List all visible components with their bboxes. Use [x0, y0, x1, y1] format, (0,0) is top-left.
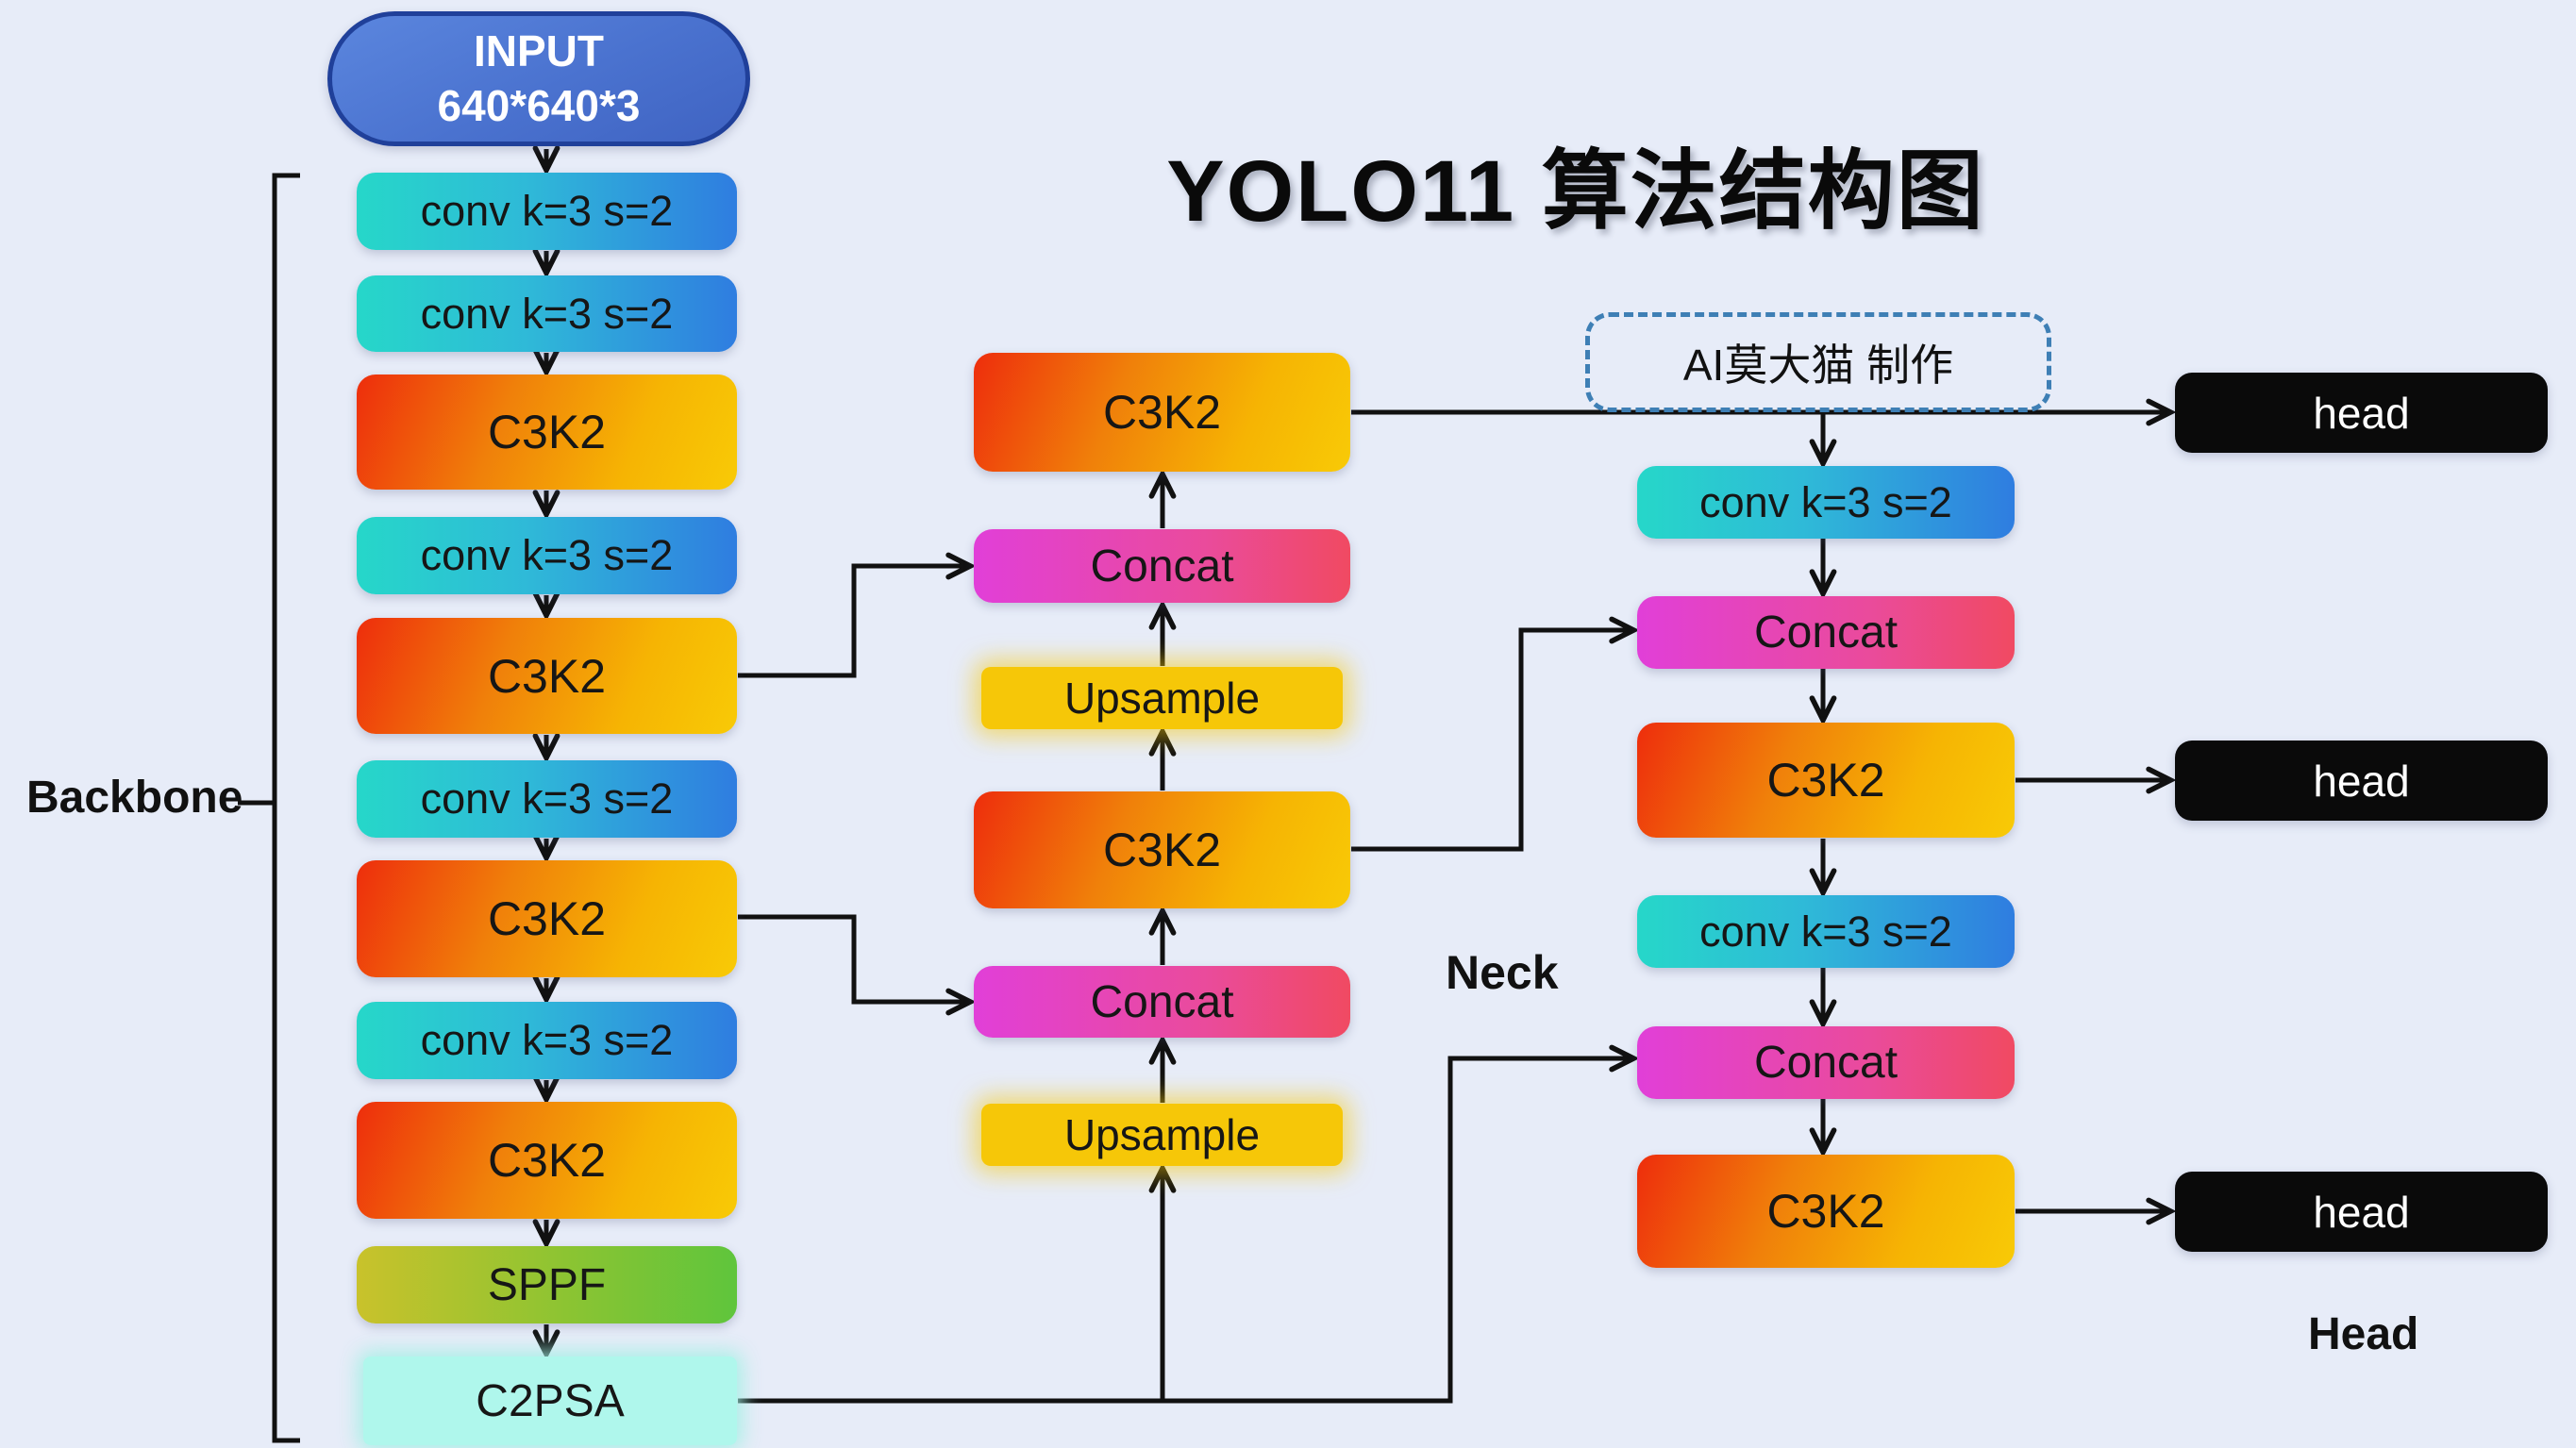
- neck-label: Neck: [1446, 946, 1559, 999]
- node-head-2: head: [2175, 741, 2548, 821]
- wire-p4-to-concat2: [738, 914, 968, 1002]
- node-head-1: head: [2175, 373, 2548, 453]
- node-right-concat1: Concat: [1637, 596, 2015, 669]
- node-backbone-c3k2-2: C3K2: [357, 618, 737, 734]
- node-head-3: head: [2175, 1172, 2548, 1252]
- node-neck-concat-bottom: Concat: [974, 966, 1350, 1038]
- wire-c3k2mid-to-concatr1: [1351, 630, 1631, 852]
- node-backbone-conv1: conv k=3 s=2: [357, 173, 737, 250]
- node-neck-upsample-bottom: Upsample: [981, 1104, 1343, 1166]
- node-right-conv2: conv k=3 s=2: [1637, 895, 2015, 968]
- node-right-c3k2-2: C3K2: [1637, 1155, 2015, 1268]
- input-line1: INPUT: [474, 26, 604, 75]
- credit-box: AI莫大猫 制作: [1585, 312, 2051, 412]
- node-backbone-c3k2-3: C3K2: [357, 860, 737, 977]
- page-title: YOLO11 算法结构图: [1166, 143, 1985, 240]
- node-neck-upsample-top: Upsample: [981, 667, 1343, 729]
- node-neck-concat-top: Concat: [974, 529, 1350, 603]
- node-backbone-conv4: conv k=3 s=2: [357, 760, 737, 838]
- node-backbone-c3k2-4: C3K2: [357, 1102, 737, 1219]
- input-line2: 640*640*3: [437, 80, 641, 130]
- node-input: INPUT 640*640*3: [327, 11, 750, 146]
- node-backbone-c2psa: C2PSA: [363, 1356, 737, 1445]
- node-backbone-c3k2-1: C3K2: [357, 374, 737, 490]
- node-right-c3k2-1: C3K2: [1637, 723, 2015, 838]
- node-right-concat2: Concat: [1637, 1026, 2015, 1099]
- credit-text: AI莫大猫 制作: [1682, 341, 1954, 390]
- wire-p3-to-concat1: [738, 566, 968, 678]
- node-right-conv1: conv k=3 s=2: [1637, 466, 2015, 539]
- backbone-label: Backbone: [26, 773, 243, 823]
- node-backbone-conv2: conv k=3 s=2: [357, 275, 737, 352]
- node-backbone-conv3: conv k=3 s=2: [357, 517, 737, 594]
- node-neck-c3k2-top: C3K2: [974, 353, 1350, 472]
- backbone-bracket: [272, 173, 300, 1443]
- node-backbone-conv5: conv k=3 s=2: [357, 1002, 737, 1079]
- node-neck-c3k2-mid: C3K2: [974, 791, 1350, 908]
- head-label: Head: [2308, 1309, 2419, 1359]
- node-backbone-sppf: SPPF: [357, 1246, 737, 1323]
